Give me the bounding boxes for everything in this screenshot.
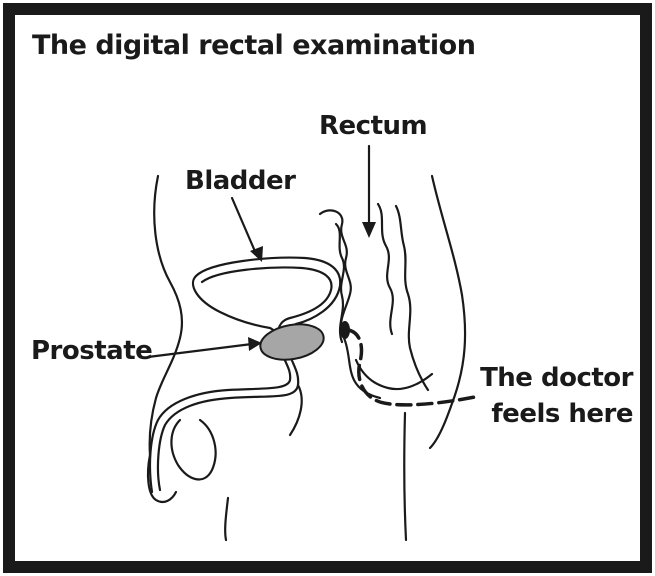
doctor-label-line1: The doctor <box>480 360 633 396</box>
thigh-back-line <box>404 413 406 540</box>
bladder-outer <box>158 258 340 490</box>
finger-path <box>348 330 480 405</box>
diagram-title: The digital rectal examination <box>32 30 475 61</box>
scrotum-outline <box>171 420 215 479</box>
penis-outline <box>148 455 176 502</box>
rectum-canal <box>356 360 432 389</box>
doctor-feels-here-label: The doctor feels here <box>480 360 633 432</box>
bladder-arrow <box>232 198 257 256</box>
rectum-inner-right <box>378 204 393 334</box>
bladder-lower <box>193 276 276 338</box>
rectum-wall-right <box>396 206 428 390</box>
prostate-arrow <box>148 344 252 357</box>
bladder-label: Bladder <box>185 166 295 196</box>
leg-outline <box>225 498 228 540</box>
prostate-gland <box>258 320 327 365</box>
prostate-label: Prostate <box>31 336 152 366</box>
rectum-wall-left <box>320 210 380 398</box>
back-outline <box>430 176 465 448</box>
doctor-label-line2: feels here <box>480 396 633 432</box>
rectum-label: Rectum <box>319 111 427 141</box>
outer-border <box>9 9 646 567</box>
rectum-arrowhead <box>362 222 376 238</box>
